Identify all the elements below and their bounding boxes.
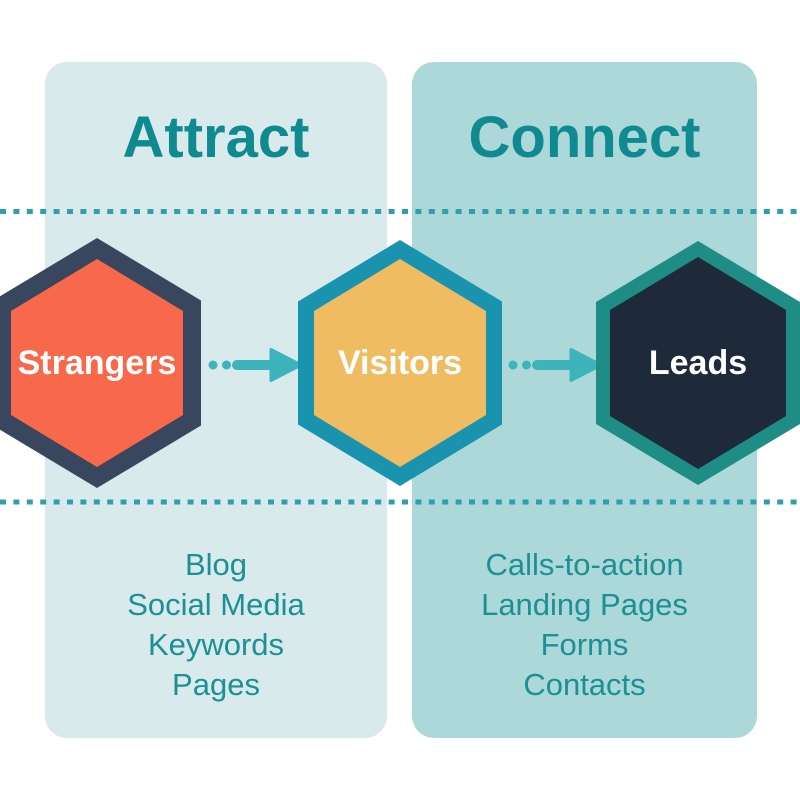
arrow-strangers-to-visitors-icon <box>208 348 303 382</box>
node-label-leads: Leads <box>648 344 748 382</box>
hexagon-visitors-fill <box>314 259 486 467</box>
arrow-dot <box>522 360 531 370</box>
arrow-visitors-to-leads-icon <box>508 348 603 382</box>
stage-title-attract: Attract <box>122 105 310 170</box>
node-label-visitors: Visitors <box>337 344 463 382</box>
list-item: Calls-to-action <box>485 547 684 582</box>
list-item: Social Media <box>127 587 305 622</box>
arrow-head <box>569 348 603 382</box>
list-item: Pages <box>172 667 260 702</box>
hexagon-strangers-fill <box>11 259 183 467</box>
arrow-head <box>269 348 303 382</box>
node-label-strangers: Strangers <box>17 344 177 382</box>
list-item: Keywords <box>147 627 285 662</box>
stage-title-connect: Connect <box>468 105 701 170</box>
list-item: Forms <box>540 627 629 662</box>
arrow-dot <box>222 360 231 370</box>
list-item: Contacts <box>523 667 646 702</box>
hexagon-leads <box>596 241 800 485</box>
hexagon-leads-fill <box>610 257 786 469</box>
hexagon-strangers <box>0 238 201 488</box>
connect-tools-list: Calls-to-action Landing Pages Forms Cont… <box>412 545 757 705</box>
arrow-dot <box>208 360 218 370</box>
list-item: Blog <box>184 547 248 582</box>
arrow-dot <box>508 360 518 370</box>
list-item: Landing Pages <box>481 587 688 622</box>
hexagon-visitors <box>298 240 502 486</box>
attract-tools-list: Blog Social Media Keywords Pages <box>45 545 387 705</box>
